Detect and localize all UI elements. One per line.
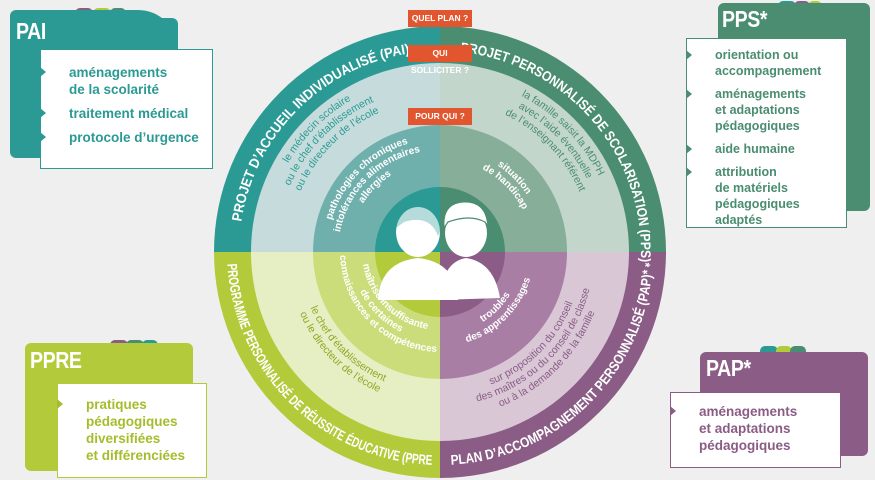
pai-item-text: traitement médical	[69, 106, 189, 121]
pps-item: aménagements et adaptations pédagogiques	[686, 86, 836, 134]
pai-item: aménagements de la scolarité	[40, 64, 202, 98]
arrow-icon	[57, 399, 63, 409]
quel-plan-label: QUEL PLAN ?	[408, 10, 472, 27]
pps-card-title: PPS*	[722, 6, 768, 32]
ppre-item-text: pratiques pédagogiques diversifiées et d…	[86, 397, 186, 463]
pai-item-text: protocole d’urgence	[69, 130, 199, 145]
ppre-item: pratiques pédagogiques diversifiées et d…	[57, 396, 196, 464]
pai-card-list-box: aménagements de la scolarité traitement …	[40, 49, 213, 169]
pps-item-text: orientation ou accompagnement	[715, 48, 822, 78]
pap-card-title: PAP*	[706, 355, 751, 381]
arrow-icon	[670, 406, 676, 416]
pps-item: aide humaine	[686, 141, 836, 157]
pps-card-list-box: orientation ou accompagnement aménagemen…	[686, 38, 847, 228]
arrow-icon	[686, 50, 692, 60]
pap-card-list-box: aménagements et adaptations pédagogiques	[670, 392, 841, 468]
ppre-card-list-box: pratiques pédagogiques diversifiées et d…	[57, 383, 207, 478]
qui-solliciter-label: QUI SOLLICITER ?	[408, 45, 472, 75]
pai-item: traitement médical	[40, 105, 202, 122]
pap-item: aménagements et adaptations pédagogiques	[670, 403, 830, 454]
pap-item-text: aménagements et adaptations pédagogiques	[699, 404, 798, 453]
pps-item-text: aménagements et adaptations pédagogiques	[715, 87, 807, 133]
pai-item-text: aménagements de la scolarité	[69, 65, 168, 97]
arrow-icon	[686, 89, 692, 99]
pps-item: orientation ou accompagnement	[686, 47, 836, 79]
pps-item: attribution de matériels pédagogiques ad…	[686, 164, 836, 228]
pps-item-text: attribution de matériels pédagogiques ad…	[715, 165, 800, 227]
children-heads-icon	[378, 201, 500, 300]
pps-item-text: aide humaine	[715, 142, 795, 156]
arrow-icon	[40, 108, 46, 118]
pai-card-title: PAI	[16, 18, 46, 44]
arrow-icon	[686, 144, 692, 154]
pai-item: protocole d’urgence	[40, 129, 202, 146]
arrow-icon	[40, 132, 46, 142]
arrow-icon	[686, 167, 692, 177]
ppre-card-title: PPRE	[30, 347, 82, 373]
arrow-icon	[40, 67, 46, 77]
pour-qui-label: POUR QUI ?	[408, 108, 472, 125]
